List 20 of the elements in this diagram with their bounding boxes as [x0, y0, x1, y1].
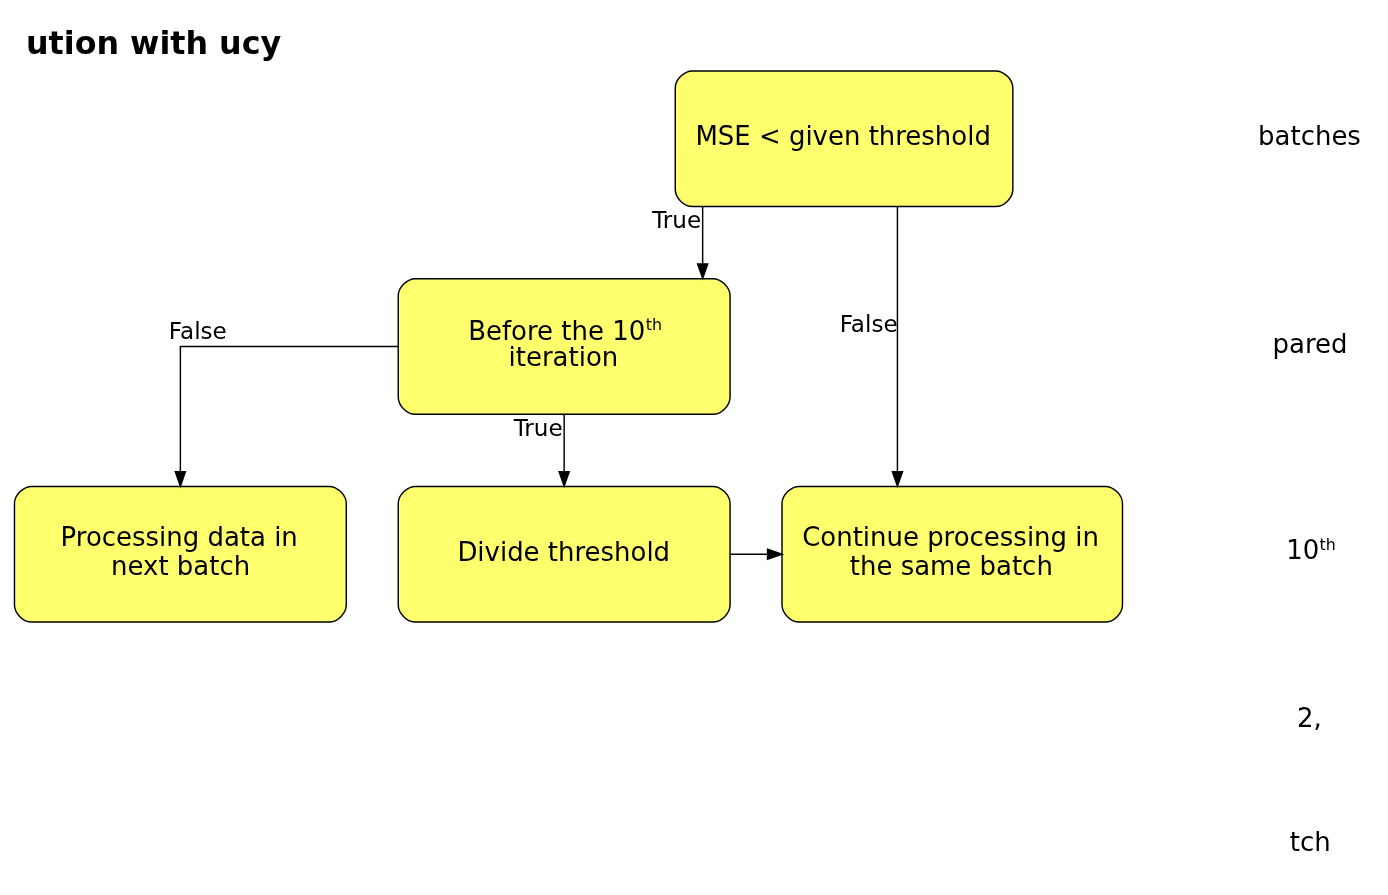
node-box: Before the 10$^{th}$ iteration: [397, 277, 731, 416]
label: batches: [1258, 121, 1361, 152]
arrow: [729, 548, 785, 561]
edge-label: True: [652, 206, 702, 233]
arrow: [696, 206, 709, 281]
node-box: Processing data in next batch: [13, 485, 347, 623]
label: tch: [1289, 826, 1331, 857]
edge-label: False: [168, 318, 227, 344]
arrow: [174, 345, 399, 489]
diagram-title: ution with ucy: [26, 25, 282, 62]
arrow: [558, 413, 571, 489]
node-box: Continue processing in the same batch: [781, 485, 1124, 623]
edge-label: False: [839, 310, 898, 337]
node-box: Divide threshold: [397, 485, 731, 623]
label: pared: [1272, 328, 1348, 359]
arrow: [891, 206, 904, 489]
label: 2,: [1297, 702, 1322, 733]
node-box: MSE < given threshold: [674, 70, 1014, 208]
edge-label: True: [513, 414, 563, 441]
label: 10$^{th}$: [1286, 534, 1336, 566]
